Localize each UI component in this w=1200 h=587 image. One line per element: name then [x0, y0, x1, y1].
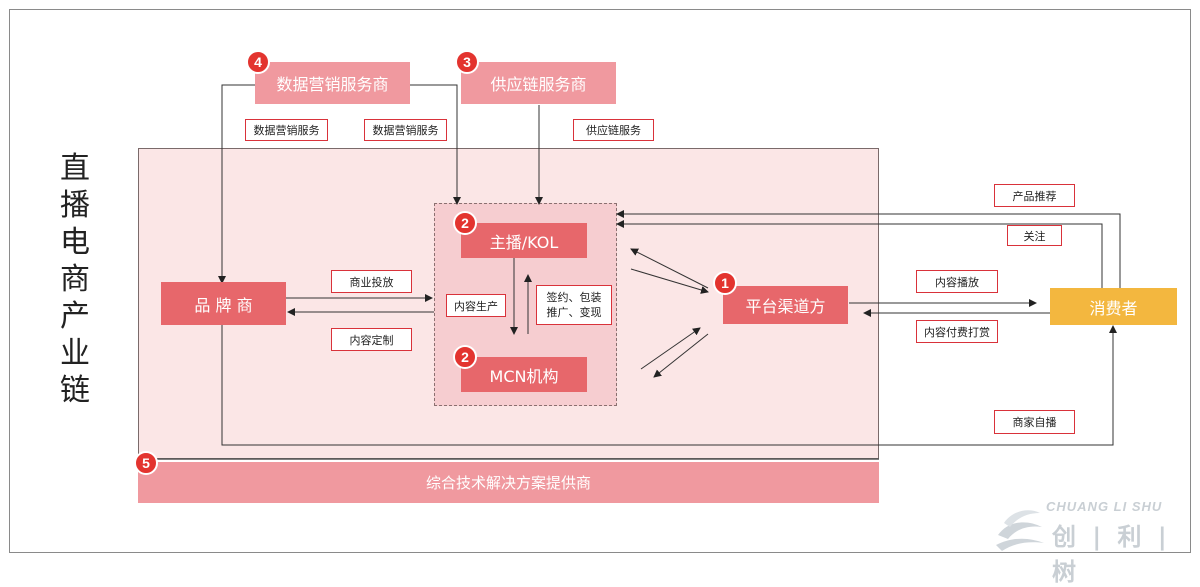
tech-provider-label: 综合技术解决方案提供商 — [425, 474, 591, 492]
edge-data-to-brand — [218, 84, 255, 284]
edge-label-content-play: 内容播放 — [916, 270, 998, 293]
edge-label-data-service-left: 数据营销服务 — [245, 119, 328, 141]
badge-2-mcn: 2 — [453, 345, 477, 369]
brand-logo: CHUANG LI SHU 创 | 利 | 树 — [994, 497, 1194, 586]
tree-logo-icon — [996, 510, 1044, 551]
logo-text-en: CHUANG LI SHU — [1046, 499, 1163, 514]
anchor-kol-label: 主播/KOL — [489, 232, 559, 252]
sign-line-1: 签约、包装 — [546, 291, 602, 304]
edge-label-recommend: 产品推荐 — [994, 184, 1075, 207]
diagram-frame — [9, 9, 1191, 553]
mcn-node: MCN机构 — [461, 357, 587, 392]
data-marketing-label: 数据营销服务商 — [276, 75, 389, 94]
edge-label-follow: 关注 — [1007, 225, 1062, 246]
anchor-kol-node: 主播/KOL — [461, 223, 587, 258]
badge-5: 5 — [134, 451, 158, 475]
edge-label-custom: 内容定制 — [331, 328, 412, 351]
badge-4: 4 — [246, 50, 270, 74]
platform-label: 平台渠道方 — [745, 297, 826, 316]
edge-label-content-pay: 内容付费打赏 — [916, 320, 998, 343]
logo-text-cn: 创 | 利 | 树 — [1052, 523, 1171, 586]
edge-consumer-to-anchor-inner — [616, 220, 1103, 288]
edge-label-commercial: 商业投放 — [331, 270, 412, 293]
platform-node: 平台渠道方 — [723, 286, 848, 324]
edge-consumer-to-anchor-outer — [616, 210, 1121, 288]
data-marketing-provider: 数据营销服务商 — [255, 62, 410, 104]
edge-platform-to-anchor — [630, 248, 709, 289]
diagram-title: 直播电商产业链 — [60, 151, 90, 408]
connector-lines — [150, 84, 1121, 460]
edge-label-data-service-right: 数据营销服务 — [364, 119, 447, 141]
badge-2-anchor: 2 — [453, 211, 477, 235]
badge-3: 3 — [455, 50, 479, 74]
consumer-node: 消费者 — [1050, 288, 1177, 325]
edge-label-sign-package: 签约、包装 推广、变现 — [536, 285, 612, 325]
brand-label: 品 牌 商 — [194, 295, 253, 315]
edge-label-content-production: 内容生产 — [446, 294, 506, 317]
edge-label-supply-service: 供应链服务 — [573, 119, 654, 141]
edge-platform-to-mcn — [653, 333, 709, 378]
badge-1: 1 — [713, 271, 737, 295]
edge-anchor-to-platform — [630, 268, 709, 294]
consumer-label: 消费者 — [1089, 298, 1138, 318]
sign-line-2: 推广、变现 — [546, 306, 602, 319]
mcn-label: MCN机构 — [489, 366, 559, 386]
edge-mcn-to-platform — [640, 327, 701, 370]
tech-provider-bar: 综合技术解决方案提供商 — [138, 462, 879, 503]
brand-node: 品 牌 商 — [161, 282, 286, 325]
edge-data-to-anchor — [410, 84, 461, 205]
supply-chain-label: 供应链服务商 — [490, 75, 587, 94]
edge-label-self-live: 商家自播 — [994, 410, 1075, 434]
supply-chain-provider: 供应链服务商 — [461, 62, 616, 104]
edge-brand-self-live — [221, 312, 1117, 446]
